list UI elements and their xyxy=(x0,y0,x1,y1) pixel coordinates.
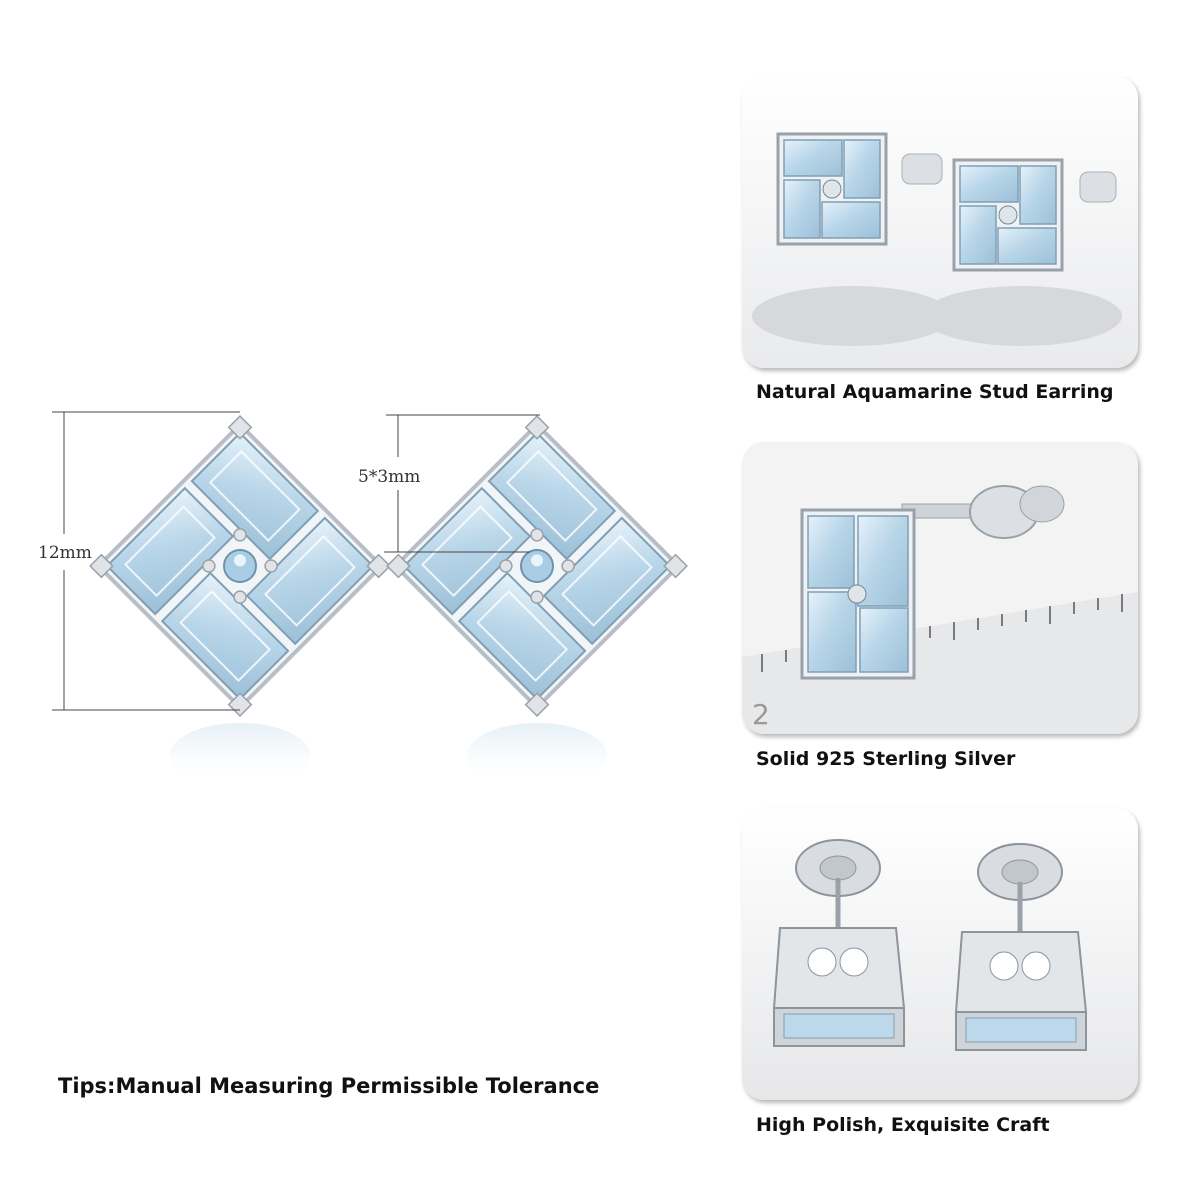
caption-high-polish: High Polish, Exquisite Craft xyxy=(756,1114,1050,1136)
reflection-left xyxy=(170,723,310,787)
earring-right xyxy=(387,416,687,716)
earring-left xyxy=(90,416,390,716)
reflection-right xyxy=(467,723,607,787)
dimension-12mm-label: 12mm xyxy=(38,543,92,563)
feature-panel-back-view xyxy=(742,808,1138,1100)
dimension-stone-label: 5*3mm xyxy=(358,467,420,487)
back-view-image xyxy=(742,808,1138,1100)
dimension-12mm xyxy=(52,411,240,711)
front-view-image xyxy=(742,76,1138,368)
side-view-image: 2 xyxy=(742,442,1138,734)
main-earring-figure: 12mm 5*3mm xyxy=(38,411,720,787)
caption-sterling-silver: Solid 925 Sterling Silver xyxy=(756,748,1016,770)
tolerance-tip: Tips:Manual Measuring Permissible Tolera… xyxy=(58,1074,600,1098)
ruler-number: 2 xyxy=(752,698,770,731)
dimension-stone xyxy=(384,414,540,553)
feature-panel-side-view: 2 xyxy=(742,442,1138,734)
caption-natural-aquamarine: Natural Aquamarine Stud Earring xyxy=(756,381,1114,403)
feature-panel-front-view xyxy=(742,76,1138,368)
